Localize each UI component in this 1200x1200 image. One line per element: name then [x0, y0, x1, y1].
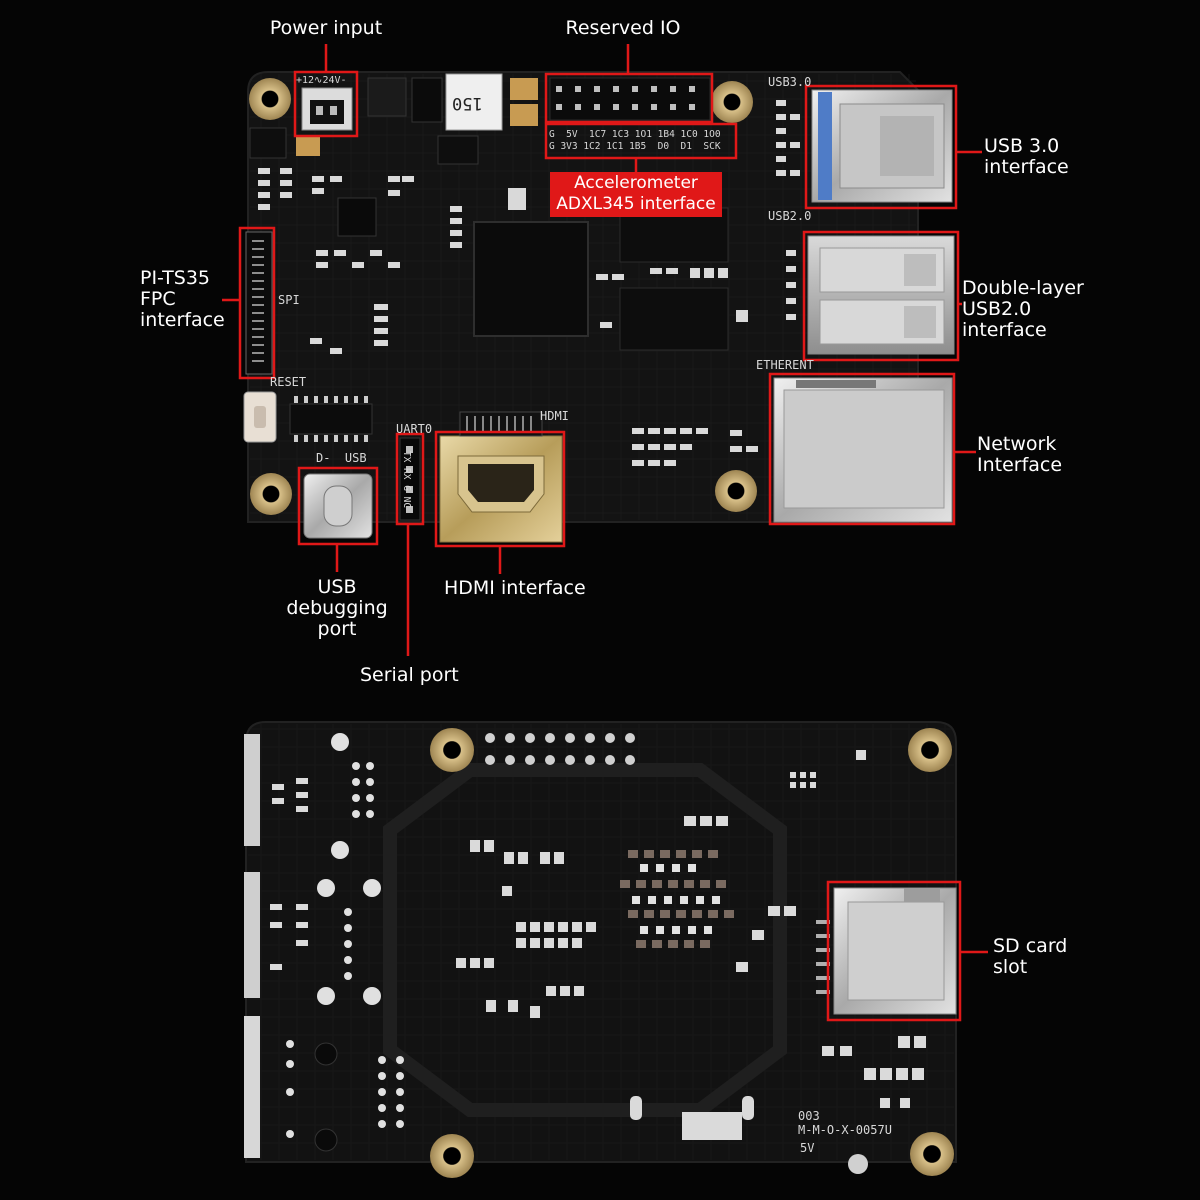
- silk-pin-row-top: G 5V 1C7 1C3 1O1 1B4 1C0 1O0: [549, 129, 721, 140]
- inductor-150: [445, 73, 503, 131]
- label-usb2: Double-layer USB2.0 interface: [962, 277, 1084, 341]
- back-mount-hole-top-right: [908, 728, 952, 772]
- silk-usb3: USB3.0: [768, 75, 812, 89]
- back-mount-hole-bottom-left: [430, 1134, 474, 1178]
- label-accelerometer: Accelerometer ADXL345 interface: [550, 172, 722, 217]
- label-usb-debug: USB debugging port: [286, 576, 388, 640]
- top-highlights: [222, 44, 982, 656]
- silk-back-code-1: 003: [798, 1109, 820, 1123]
- fpc-highlight: [238, 226, 276, 380]
- label-pi-ts35: PI-TS35 FPC interface: [140, 267, 225, 331]
- silk-chip-marking: 150: [452, 93, 483, 113]
- silk-debug-usb: D- USB: [316, 451, 367, 465]
- silk-hdmi: HDMI: [540, 409, 569, 423]
- bottom-board: [244, 721, 957, 1178]
- silk-back-5v: 5V: [800, 1141, 815, 1155]
- label-serial: Serial port: [360, 664, 459, 686]
- main-soc: [473, 221, 589, 337]
- mount-hole-top-left: [249, 78, 291, 120]
- memory-chip-2: [619, 287, 729, 351]
- label-network: Network Interface: [977, 433, 1063, 476]
- silk-pin-row-bottom: G 3V3 1C2 1C1 1B5 D0 D1 SCK: [549, 141, 721, 152]
- label-power-input: Power input: [269, 17, 383, 39]
- reserved-io-header: [549, 77, 711, 121]
- back-mount-hole-top-left: [430, 728, 474, 772]
- usb2-highlight: [802, 230, 960, 362]
- network-highlight: [768, 372, 956, 526]
- serial-header: [399, 437, 421, 521]
- fpc-connector: [245, 231, 273, 375]
- silk-voltage: +12∿24V-: [296, 75, 347, 86]
- silk-spi: SPI: [278, 293, 300, 307]
- bga-area: [620, 850, 734, 948]
- usb3-highlight: [804, 84, 958, 210]
- silk-usb2: USB2.0: [768, 209, 812, 223]
- label-hdmi: HDMI interface: [444, 577, 586, 599]
- silk-back-code-2: M-M-O-X-0057U: [798, 1123, 892, 1137]
- silk-ethernet: ETHERENT: [756, 358, 814, 372]
- memory-chip-1: [619, 207, 729, 263]
- silk-uart: UART0: [396, 422, 433, 436]
- silk-reset: RESET: [270, 375, 307, 389]
- silk-uart-pins: TX RX G NC: [401, 450, 413, 509]
- mount-hole-bottom-right: [715, 470, 757, 512]
- mount-hole-top-right: [711, 81, 753, 123]
- label-sd-card: SD card slot: [993, 935, 1068, 978]
- mount-hole-bottom-left: [250, 473, 292, 515]
- back-mount-hole-bottom-right: [910, 1132, 954, 1176]
- label-reserved-io: Reserved IO: [565, 17, 681, 39]
- label-usb3: USB 3.0 interface: [984, 135, 1069, 178]
- accelerometer-highlight: [544, 122, 738, 160]
- serial-highlight: [395, 432, 425, 526]
- reserved-io-pins: [556, 86, 695, 110]
